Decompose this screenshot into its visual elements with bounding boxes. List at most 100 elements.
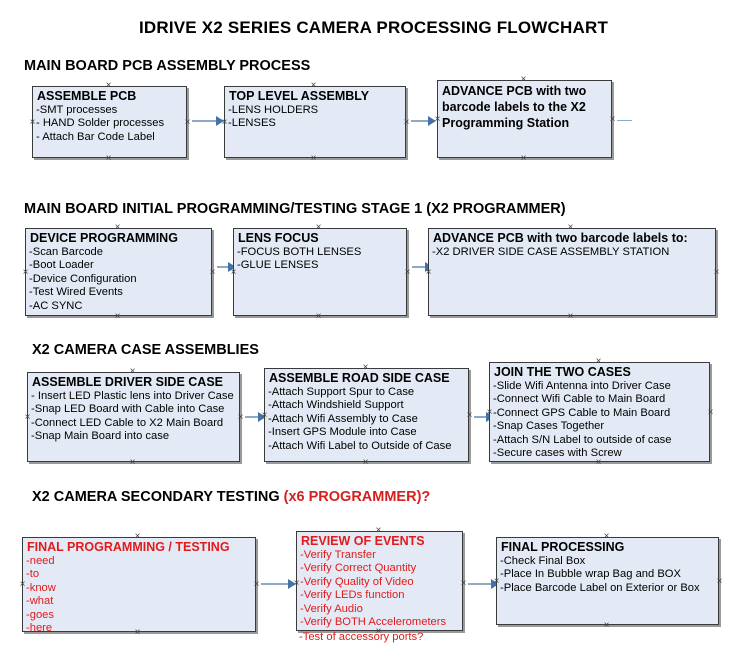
arrowhead-icon: [228, 262, 236, 272]
box-line: -LENSES: [228, 117, 276, 130]
box-line: -goes: [26, 608, 54, 621]
box-title: ASSEMBLE ROAD SIDE CASE: [269, 371, 450, 385]
resize-handle-bottom[interactable]: [309, 154, 318, 163]
box-title: JOIN THE TWO CASES: [494, 365, 631, 379]
box-line: -Snap Main Board into case: [31, 430, 170, 443]
box-line: -here: [26, 622, 53, 635]
arrowhead-icon: [428, 116, 436, 126]
box-line: -Attach Windshield Support: [268, 399, 404, 412]
section-heading-text: MAIN BOARD PCB ASSEMBLY PROCESS: [24, 58, 311, 74]
process-box-final-programming-testing[interactable]: FINAL PROGRAMMING / TESTING -need -to -k…: [22, 537, 256, 635]
resize-handle-bottom[interactable]: [602, 621, 611, 630]
connector-assemble-pcb-to-top-level: [192, 120, 222, 122]
resize-handle-bottom[interactable]: [128, 458, 137, 467]
process-box-top-level-assembly[interactable]: TOP LEVEL ASSEMBLY -LENS HOLDERS -LENSES: [224, 86, 406, 158]
box-line: -Snap Cases Together: [493, 420, 605, 433]
section-heading-main-board-pcb-assembly: MAIN BOARD PCB ASSEMBLY PROCESS: [24, 58, 310, 74]
box-body: -FOCUS BOTH LENSES -GLUE LENSES: [234, 246, 406, 273]
resize-handle-bottom[interactable]: [361, 458, 370, 467]
connector-device-programming-to-lens-focus: [217, 266, 233, 268]
box-line: -Secure cases with Screw: [493, 447, 622, 460]
box-line: -Boot Loader: [29, 259, 94, 272]
box-line: -FOCUS BOTH LENSES: [237, 246, 362, 258]
box-line: -Attach Support Spur to Case: [268, 386, 415, 398]
box-line: - HAND Solder processes: [36, 117, 165, 130]
connector-road-case-to-join-cases: [474, 416, 490, 418]
connector-top-level-to-advance-pcb: [411, 120, 432, 122]
resize-handle-right[interactable]: [712, 268, 721, 277]
arrowhead-icon: [288, 579, 296, 589]
box-line: -Attach Wifi Label to Outside of Case: [268, 439, 452, 452]
resize-handle-bottom[interactable]: [104, 154, 113, 163]
box-line: -GLUE LENSES: [237, 259, 319, 272]
process-box-assemble-road-side-case[interactable]: ASSEMBLE ROAD SIDE CASE -Attach Support …: [264, 368, 469, 462]
box-title: FINAL PROGRAMMING / TESTING: [27, 540, 230, 554]
section-heading-text: MAIN BOARD INITIAL PROGRAMMING/TESTING S…: [24, 201, 566, 217]
box-line: -X2 DRIVER SIDE CASE ASSEMBLY STATION: [432, 246, 670, 258]
process-box-assemble-driver-side-case[interactable]: ASSEMBLE DRIVER SIDE CASE - Insert LED P…: [27, 372, 240, 462]
arrowhead-icon: [216, 116, 224, 126]
box-body: -Check Final Box -Place In Bubble wrap B…: [497, 555, 718, 595]
process-box-final-processing[interactable]: FINAL PROCESSING -Check Final Box -Place…: [496, 537, 719, 625]
box-line: -know: [26, 581, 56, 594]
section-heading-x2-camera-case-assemblies: X2 CAMERA CASE ASSEMBLIES: [32, 342, 259, 358]
process-box-advance-pcb-programming-station[interactable]: ADVANCE PCB with two barcode labels to t…: [437, 80, 612, 158]
box-line: -Connect LED Cable to X2 Main Board: [31, 416, 224, 429]
box-line: -Insert GPS Module into Case: [268, 426, 417, 439]
box-line: -LENS HOLDERS: [228, 104, 319, 116]
box-line: -Slide Wifi Antenna into Driver Case: [493, 380, 671, 392]
box-line: -SMT processes: [36, 104, 118, 116]
box-line: -Scan Barcode: [29, 246, 104, 258]
section-heading-x2-camera-secondary-testing: X2 CAMERA SECONDARY TESTING (x6 PROGRAMM…: [32, 489, 430, 505]
box-body: - Insert LED Plastic lens into Driver Ca…: [28, 390, 239, 444]
box-line: -Connect Wifi Cable to Main Board: [493, 393, 666, 406]
box-line: -Place Barcode Label on Exterior or Box: [500, 581, 700, 594]
box-body: -SMT processes - HAND Solder processes -…: [33, 104, 186, 144]
box-title: TOP LEVEL ASSEMBLY: [229, 89, 370, 103]
process-box-assemble-pcb[interactable]: ASSEMBLE PCB -SMT processes - HAND Solde…: [32, 86, 187, 158]
section-heading-accent: (x6 PROGRAMMER)?: [283, 489, 431, 505]
arrowhead-icon: [258, 412, 266, 422]
box-line: -Verify Transfer: [300, 549, 376, 561]
box-title: FINAL PROCESSING: [501, 540, 625, 554]
box-body: -need -to -know -what -goes -here: [23, 555, 255, 635]
process-box-lens-focus[interactable]: LENS FOCUS -FOCUS BOTH LENSES -GLUE LENS…: [233, 228, 407, 316]
connector-driver-case-to-road-case: [245, 416, 263, 418]
resize-handle-bottom[interactable]: [519, 154, 528, 163]
box-title: ADVANCE PCB with two barcode labels to t…: [442, 84, 587, 130]
page-title: IDRIVE X2 SERIES CAMERA PROCESSING FLOWC…: [138, 18, 609, 37]
box-body: -Scan Barcode -Boot Loader -Device Confi…: [26, 246, 211, 313]
box-body: -X2 DRIVER SIDE CASE ASSEMBLY STATION: [429, 246, 715, 259]
connector-lens-focus-to-advance-pcb: [412, 266, 430, 268]
box-line: -Connect GPS Cable to Main Board: [493, 406, 671, 419]
box-line: -Verify Audio: [300, 602, 363, 615]
process-box-join-the-two-cases[interactable]: JOIN THE TWO CASES -Slide Wifi Antenna i…: [489, 362, 710, 462]
resize-handle-bottom[interactable]: [314, 312, 323, 321]
resize-handle-bottom[interactable]: [566, 312, 575, 321]
box-line: -Verify Quality of Video: [300, 575, 414, 588]
box-body: -Attach Support Spur to Case -Attach Win…: [265, 386, 468, 453]
section-heading-text: X2 CAMERA SECONDARY TESTING: [32, 489, 284, 505]
box-line: -Device Configuration: [29, 272, 137, 285]
process-box-review-of-events[interactable]: REVIEW OF EVENTS -Verify Transfer -Verif…: [296, 531, 463, 631]
box-body: -Verify Transfer -Verify Correct Quantit…: [297, 549, 462, 629]
box-body: -LENS HOLDERS -LENSES: [225, 104, 405, 131]
resize-handle-bottom[interactable]: [113, 312, 122, 321]
box-line: - Attach Bar Code Label: [36, 130, 155, 143]
connector-final-programming-to-review-events: [261, 583, 293, 585]
arrowhead-icon: [491, 579, 499, 589]
box-line: -to: [26, 568, 40, 581]
box-line: -Snap LED Board with Cable into Case: [31, 403, 225, 416]
section-heading-text: X2 CAMERA CASE ASSEMBLIES: [32, 342, 259, 358]
box-line: - Insert LED Plastic lens into Driver Ca…: [31, 390, 234, 402]
box-line: -Place In Bubble wrap Bag and BOX: [500, 568, 681, 581]
box-line: -need: [26, 555, 55, 567]
process-box-advance-pcb-driver-side-case[interactable]: ADVANCE PCB with two barcode labels to: …: [428, 228, 716, 316]
process-box-device-programming[interactable]: DEVICE PROGRAMMING -Scan Barcode -Boot L…: [25, 228, 212, 316]
box-line: -Verify Correct Quantity: [300, 562, 417, 575]
box-line: -Attach Wifi Assembly to Case: [268, 412, 418, 425]
box-line: -Attach S/N Label to outside of case: [493, 433, 672, 446]
section-heading-main-board-initial-programming: MAIN BOARD INITIAL PROGRAMMING/TESTING S…: [24, 201, 566, 217]
box-title: DEVICE PROGRAMMING: [30, 231, 178, 245]
